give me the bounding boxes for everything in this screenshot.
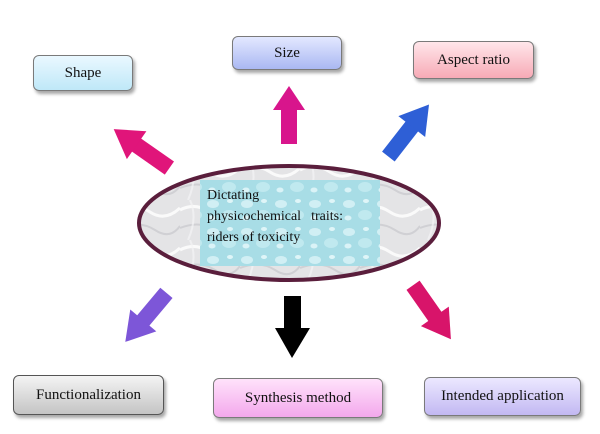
node-synthesis-method: Synthesis method — [213, 378, 383, 418]
arrow-to-synthesis-method — [275, 296, 310, 358]
arrow-to-size — [273, 86, 305, 144]
node-functionalization: Functionalization — [13, 375, 164, 415]
center-label: Dictating physicochemical traits: riders … — [207, 185, 343, 248]
center-label-word: traits: — [311, 209, 343, 224]
center-text-panel — [200, 180, 380, 266]
node-size: Size — [232, 36, 342, 70]
arrow-to-aspect-ratio — [382, 104, 430, 162]
center-label-word: physicochemical — [207, 209, 302, 224]
node-aspect-ratio: Aspect ratio — [413, 41, 534, 79]
arrow-to-functionalization — [125, 287, 173, 342]
center-label-line-3: riders of toxicity — [207, 230, 301, 245]
arrow-to-shape — [113, 129, 174, 175]
center-label-line-2: physicochemical traits: — [207, 206, 343, 227]
node-intended-application: Intended application — [424, 377, 581, 416]
node-shape: Shape — [33, 55, 133, 91]
center-label-line-1: Dictating — [207, 188, 260, 203]
arrow-to-intended-application — [406, 280, 451, 340]
